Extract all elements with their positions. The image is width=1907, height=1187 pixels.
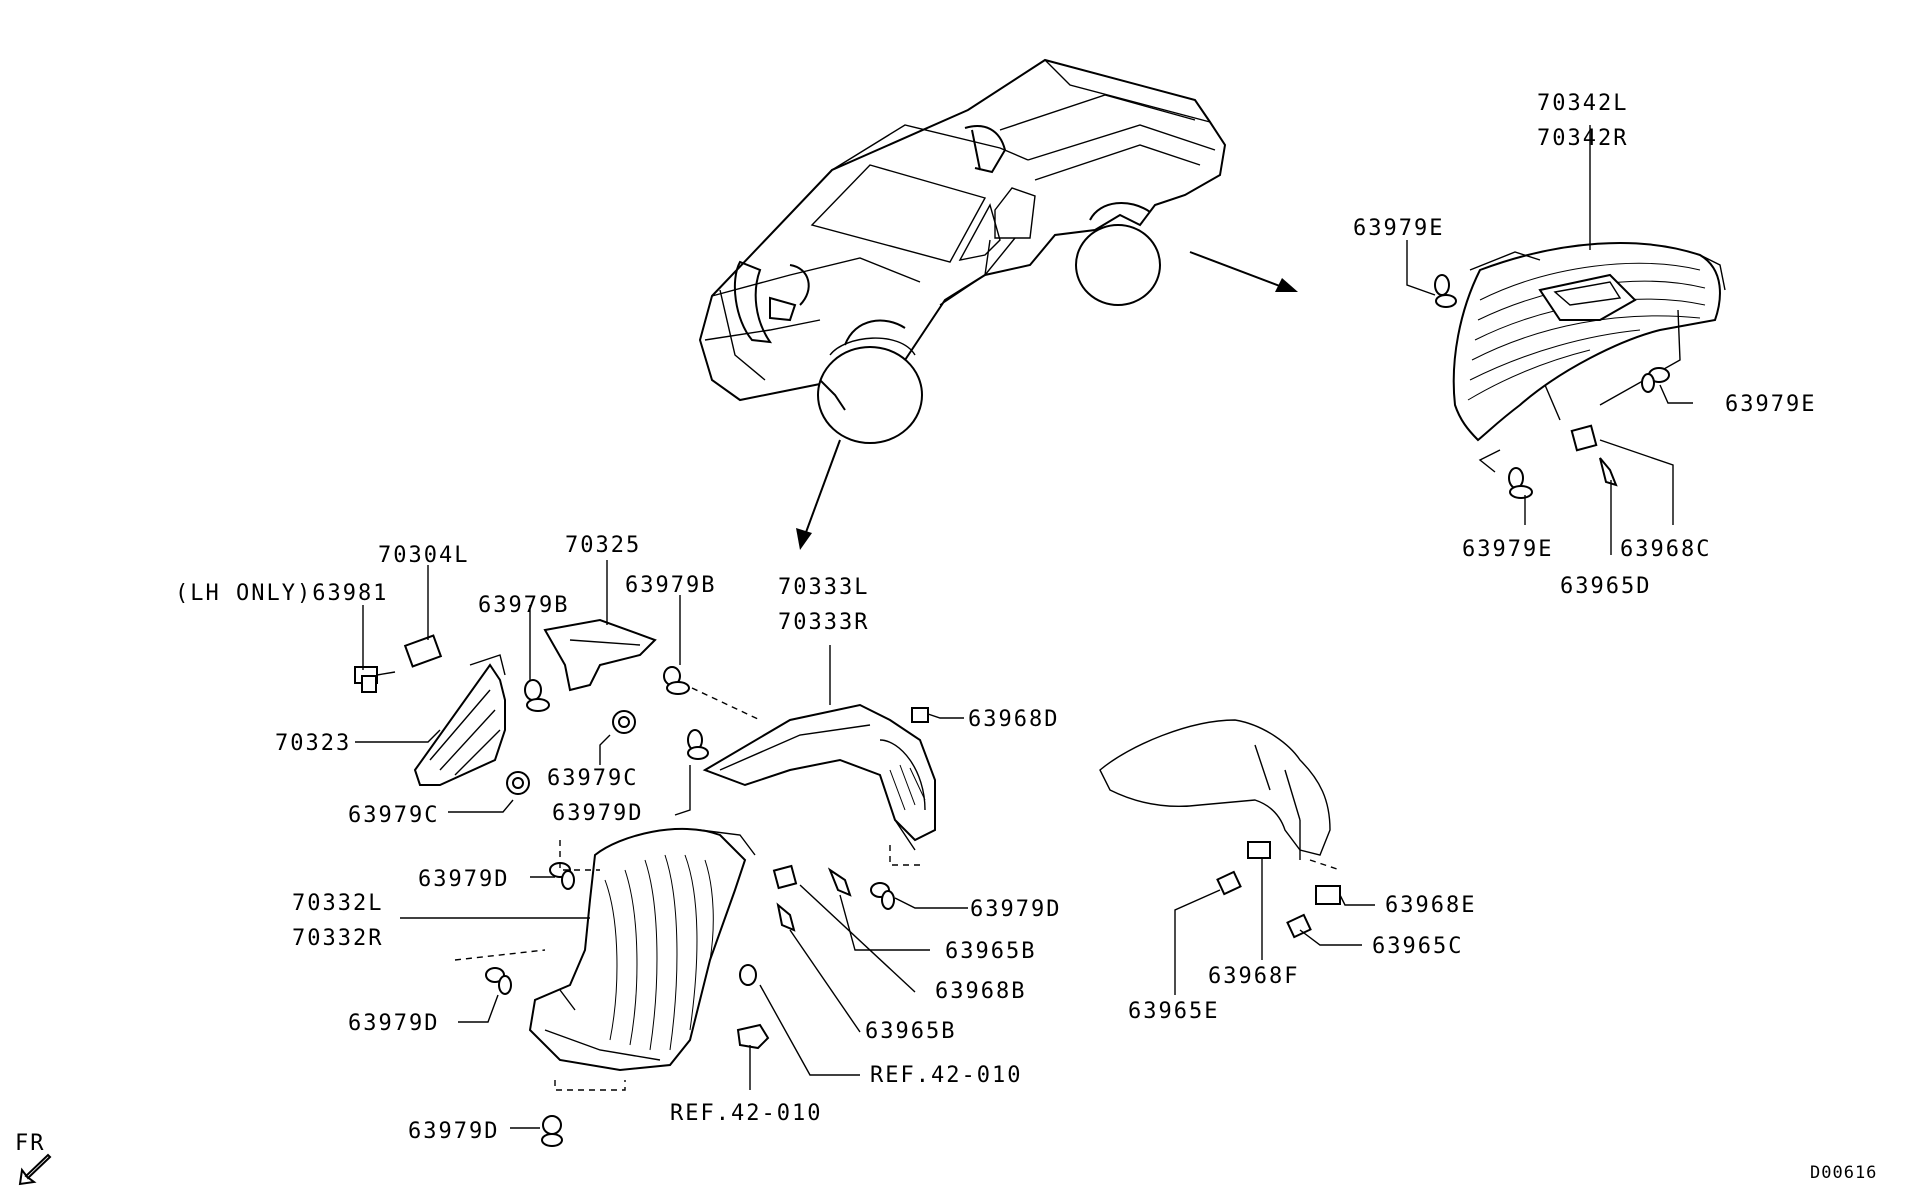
nut-icon xyxy=(1570,424,1598,452)
front-arrow-icon xyxy=(18,1153,52,1186)
bolt-icon xyxy=(361,675,377,693)
label-63979E: 63979E xyxy=(1462,537,1553,562)
screw-icon xyxy=(776,902,796,932)
label-63979E: 63979E xyxy=(1725,392,1816,417)
label-63979B: 63979B xyxy=(625,573,716,598)
front-direction-marker: FR xyxy=(15,1131,52,1186)
label-ref-42-010: REF.42-010 xyxy=(870,1063,1022,1088)
bolt-icon xyxy=(1286,913,1312,939)
clip-icon xyxy=(524,679,550,712)
label-63968D: 63968D xyxy=(968,707,1059,732)
label-63979E: 63979E xyxy=(1353,216,1444,241)
label-63979D: 63979D xyxy=(552,801,643,826)
label-63979D: 63979D xyxy=(408,1119,499,1144)
fr-label: FR xyxy=(15,1131,46,1156)
label-63979D: 63979D xyxy=(970,897,1061,922)
label-ref-42-010: REF.42-010 xyxy=(670,1101,822,1126)
label-63968C: 63968C xyxy=(1620,537,1711,562)
diagram-code: D00616 xyxy=(1810,1163,1877,1183)
screw-icon xyxy=(827,867,852,897)
label-63965C: 63965C xyxy=(1372,934,1463,959)
label-63981: (LH ONLY)63981 xyxy=(175,581,388,606)
clip-icon xyxy=(549,862,575,890)
label-63965B: 63965B xyxy=(865,1019,956,1044)
clip-icon xyxy=(541,1115,563,1147)
leader-lines xyxy=(355,125,1693,1129)
front-fasteners xyxy=(361,666,1341,1147)
label-63979D: 63979D xyxy=(418,867,509,892)
label-63965D: 63965D xyxy=(1560,574,1651,599)
label-70333R: 70333R xyxy=(778,610,869,635)
label-63979C: 63979C xyxy=(547,766,638,791)
pointer-arrows xyxy=(796,251,1298,550)
label-63968E: 63968E xyxy=(1385,893,1476,918)
bolt-icon xyxy=(1216,870,1242,896)
clip-icon xyxy=(1508,467,1533,499)
clip-icon xyxy=(663,666,690,695)
front-upper-liner xyxy=(702,703,936,851)
splash-shield xyxy=(1099,719,1331,860)
label-70333L: 70333L xyxy=(778,575,869,600)
label-70304L: 70304L xyxy=(378,543,469,568)
clip-icon xyxy=(870,882,895,910)
front-lower-liner xyxy=(528,827,756,1072)
clip-icon xyxy=(687,729,709,760)
bracket-70325 xyxy=(543,618,657,692)
screw-icon xyxy=(1599,457,1618,487)
part-labels: 70342L 70342R 63979E 63979E 63979E 63968… xyxy=(175,91,1816,1144)
label-70332R: 70332R xyxy=(292,926,383,951)
plug-icon xyxy=(736,1023,770,1050)
clip-icon xyxy=(1641,367,1670,393)
clip-icon xyxy=(612,710,636,734)
pin-icon xyxy=(739,964,757,986)
label-63979B: 63979B xyxy=(478,593,569,618)
label-63968F: 63968F xyxy=(1208,964,1299,989)
nut-icon xyxy=(1247,841,1271,859)
nut-icon xyxy=(772,864,798,890)
truck-illustration xyxy=(698,58,1227,444)
label-70342R: 70342R xyxy=(1537,126,1628,151)
label-63965B: 63965B xyxy=(945,939,1036,964)
clip-icon xyxy=(485,967,512,995)
clip-icon xyxy=(1434,274,1457,308)
nut-icon xyxy=(911,707,929,723)
nut-icon xyxy=(1315,885,1341,905)
label-63979C: 63979C xyxy=(348,803,439,828)
label-70323: 70323 xyxy=(275,731,351,756)
label-63968B: 63968B xyxy=(935,979,1026,1004)
label-70325: 70325 xyxy=(565,533,641,558)
rear-fender-liner xyxy=(1452,242,1726,473)
rear-fasteners xyxy=(1434,274,1670,499)
clip-icon xyxy=(506,771,530,795)
label-63965E: 63965E xyxy=(1128,999,1219,1024)
label-63979D: 63979D xyxy=(348,1011,439,1036)
label-70332L: 70332L xyxy=(292,891,383,916)
label-70342L: 70342L xyxy=(1537,91,1628,116)
bracket-70323 xyxy=(413,654,506,786)
